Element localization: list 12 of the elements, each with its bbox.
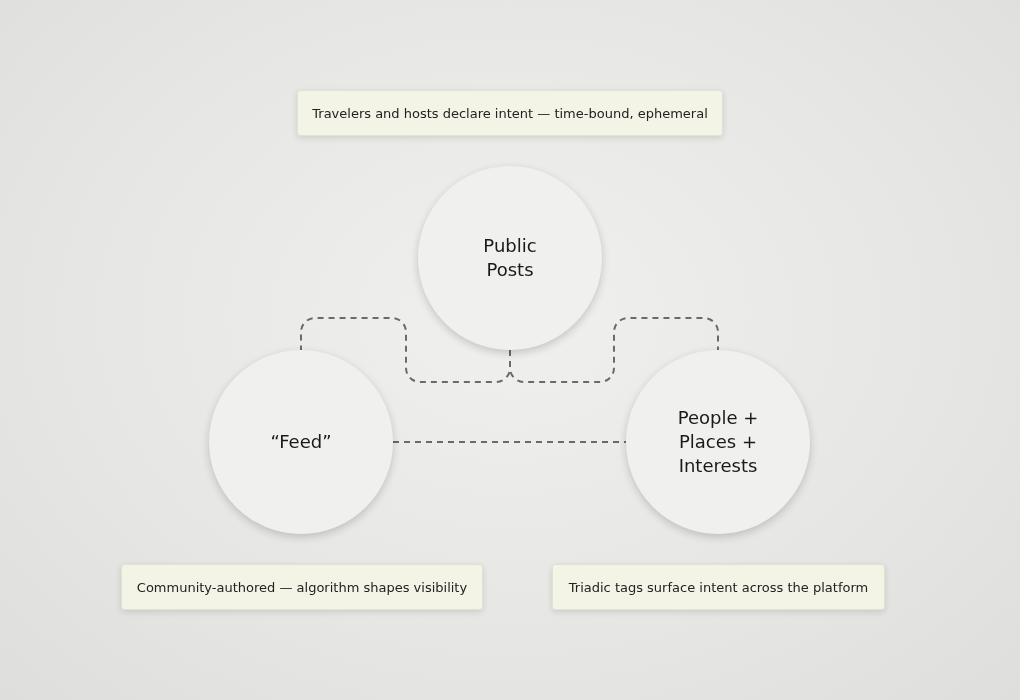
node-label: Community-authored — algorithm shapes visibility: [136, 579, 468, 595]
node-label: Public Posts: [482, 234, 538, 282]
note-card: [297, 90, 723, 136]
dashed-connector: [509, 317, 719, 383]
note-card: [121, 564, 483, 610]
node-label: “Feed”: [270, 430, 332, 454]
node-label: Travelers and hosts declare intent — time-bound, ephemeral: [312, 105, 708, 121]
dashed-connector: [300, 317, 511, 383]
node-label: Triadic tags surface intent across the platform: [568, 579, 869, 595]
note-card: [552, 564, 885, 610]
dashed-connector: [392, 441, 627, 443]
node-label: People + Places + Interests: [676, 406, 760, 478]
